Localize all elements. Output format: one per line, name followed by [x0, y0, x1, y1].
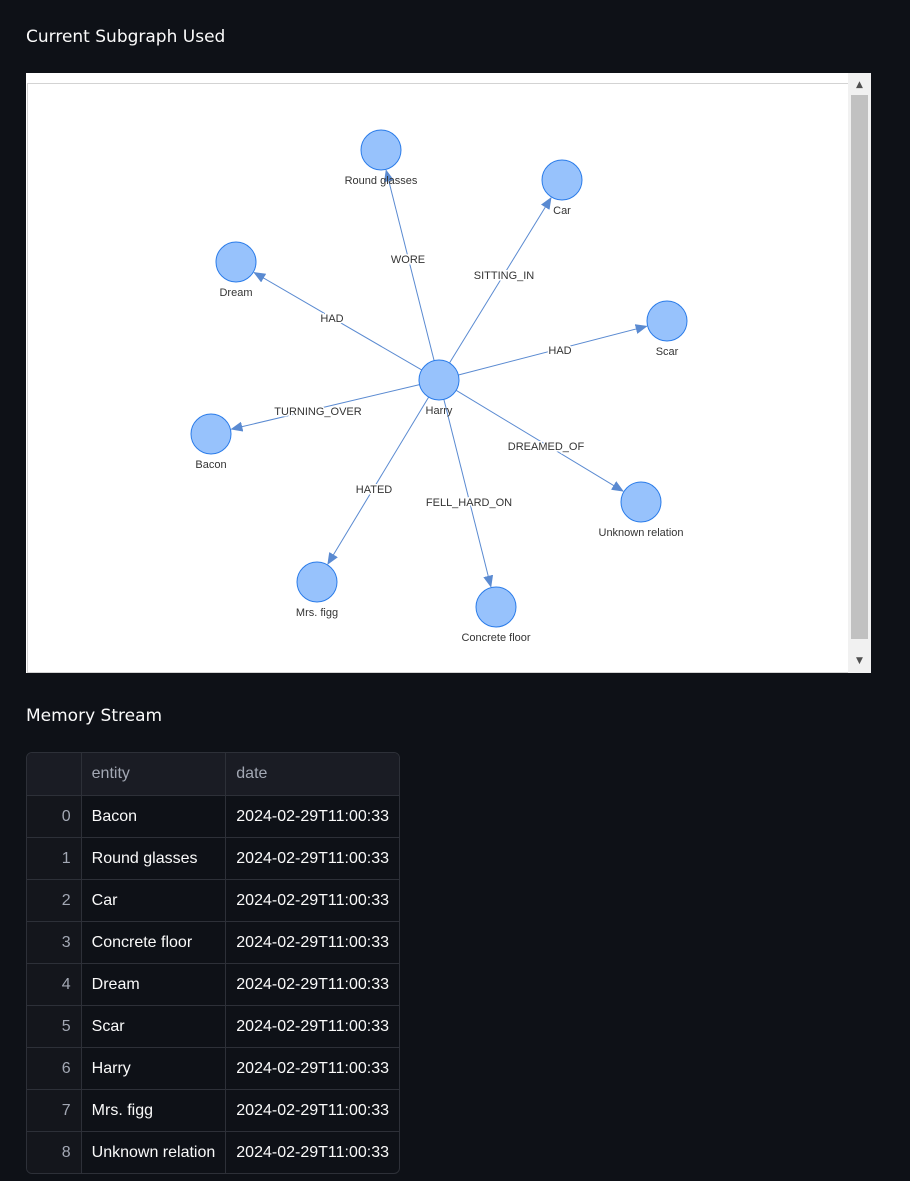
- date-cell[interactable]: 2024-02-29T11:00:33: [225, 963, 399, 1006]
- network-graph[interactable]: WORE SITTING_IN HAD HAD TURNING_OVER DREAMED_…: [28, 84, 848, 672]
- date-cell[interactable]: 2024-02-29T11:00:33: [225, 879, 399, 922]
- edge-label: DREAMED_OF: [508, 441, 585, 453]
- row-index: 0: [27, 795, 82, 838]
- graph-node-dream[interactable]: [215, 241, 257, 283]
- date-cell[interactable]: 2024-02-29T11:00:33: [225, 1005, 399, 1048]
- date-cell[interactable]: 2024-02-29T11:00:33: [225, 921, 399, 964]
- graph-frame[interactable]: WORE SITTING_IN HAD HAD TURNING_OVER DREAMED_…: [26, 73, 871, 673]
- graph-node-unknown-relation[interactable]: [620, 481, 662, 523]
- graph-edge-unknown_relation[interactable]: [455, 389, 624, 492]
- node-label: Bacon: [195, 459, 226, 471]
- row-index: 5: [27, 1005, 82, 1048]
- vertical-scrollbar[interactable]: ▲ ▼: [848, 73, 871, 673]
- row-index: 6: [27, 1047, 82, 1090]
- graph-edge-concrete_floor[interactable]: [443, 399, 494, 588]
- scroll-down-arrow-icon[interactable]: ▼: [856, 656, 863, 666]
- scrollbar-thumb[interactable]: [851, 95, 868, 639]
- memory-section-title: Memory Stream: [26, 706, 163, 726]
- edge-label: TURNING_OVER: [274, 406, 361, 418]
- edge-label: SITTING_IN: [474, 270, 535, 282]
- date-cell[interactable]: 2024-02-29T11:00:33: [225, 795, 399, 838]
- node-label: Car: [553, 205, 571, 217]
- entity-cell[interactable]: Scar: [81, 1005, 227, 1048]
- node-label: Concrete floor: [461, 632, 530, 644]
- edge-label: WORE: [391, 254, 425, 266]
- graph-edge-dream[interactable]: [253, 272, 422, 371]
- row-index: 3: [27, 921, 82, 964]
- graph-edge-mrs_figg[interactable]: [327, 396, 430, 565]
- graph-node-mrs-figg[interactable]: [296, 561, 338, 603]
- graph-edge-round_glasses[interactable]: [383, 169, 435, 361]
- graph-edge-bacon[interactable]: [230, 384, 420, 432]
- edge-label: FELL_HARD_ON: [426, 497, 512, 509]
- graph-node-scar[interactable]: [646, 300, 688, 342]
- graph-canvas[interactable]: WORE SITTING_IN HAD HAD TURNING_OVER DREAMED_…: [27, 83, 849, 673]
- row-index: 8: [27, 1131, 82, 1173]
- row-index: 1: [27, 837, 82, 880]
- date-cell[interactable]: 2024-02-29T11:00:33: [225, 837, 399, 880]
- edge-label: HATED: [356, 484, 393, 496]
- graph-node-concrete-floor[interactable]: [475, 586, 517, 628]
- graph-node-round-glasses[interactable]: [360, 129, 402, 171]
- scroll-up-arrow-icon[interactable]: ▲: [856, 80, 863, 90]
- row-index: 7: [27, 1089, 82, 1132]
- node-label: Mrs. figg: [296, 607, 338, 619]
- node-label: Harry: [426, 405, 453, 417]
- entity-cell[interactable]: Dream: [81, 963, 227, 1006]
- graph-section-title: Current Subgraph Used: [26, 27, 226, 47]
- entity-column-header[interactable]: entity: [81, 753, 227, 796]
- date-cell[interactable]: 2024-02-29T11:00:33: [225, 1047, 399, 1090]
- row-index: 2: [27, 879, 82, 922]
- row-index: 4: [27, 963, 82, 1006]
- entity-cell[interactable]: Bacon: [81, 795, 227, 838]
- entity-cell[interactable]: Round glasses: [81, 837, 227, 880]
- edge-label: HAD: [320, 313, 343, 325]
- entity-cell[interactable]: Car: [81, 879, 227, 922]
- entity-cell[interactable]: Harry: [81, 1047, 227, 1090]
- date-cell[interactable]: 2024-02-29T11:00:33: [236, 1143, 389, 1161]
- graph-node-harry[interactable]: [418, 359, 460, 401]
- graph-edge-scar[interactable]: [458, 324, 648, 376]
- node-label: Unknown relation: [599, 527, 684, 539]
- node-label: Scar: [656, 346, 679, 358]
- date-cell[interactable]: 2024-02-29T11:00:33: [225, 1089, 399, 1132]
- entity-cell[interactable]: Mrs. figg: [81, 1089, 227, 1132]
- index-column-header[interactable]: [27, 753, 82, 796]
- graph-edge-car[interactable]: [449, 197, 552, 364]
- edge-label: HAD: [548, 345, 571, 357]
- node-label: Dream: [219, 287, 252, 299]
- entity-cell[interactable]: Concrete floor: [81, 921, 227, 964]
- entity-cell[interactable]: Unknown relation: [81, 1131, 227, 1173]
- node-label: Round glasses: [345, 175, 418, 187]
- graph-node-bacon[interactable]: [190, 413, 232, 455]
- graph-node-car[interactable]: [541, 159, 583, 201]
- date-column-header[interactable]: date: [225, 753, 399, 796]
- table-header-row: entity date: [27, 753, 399, 796]
